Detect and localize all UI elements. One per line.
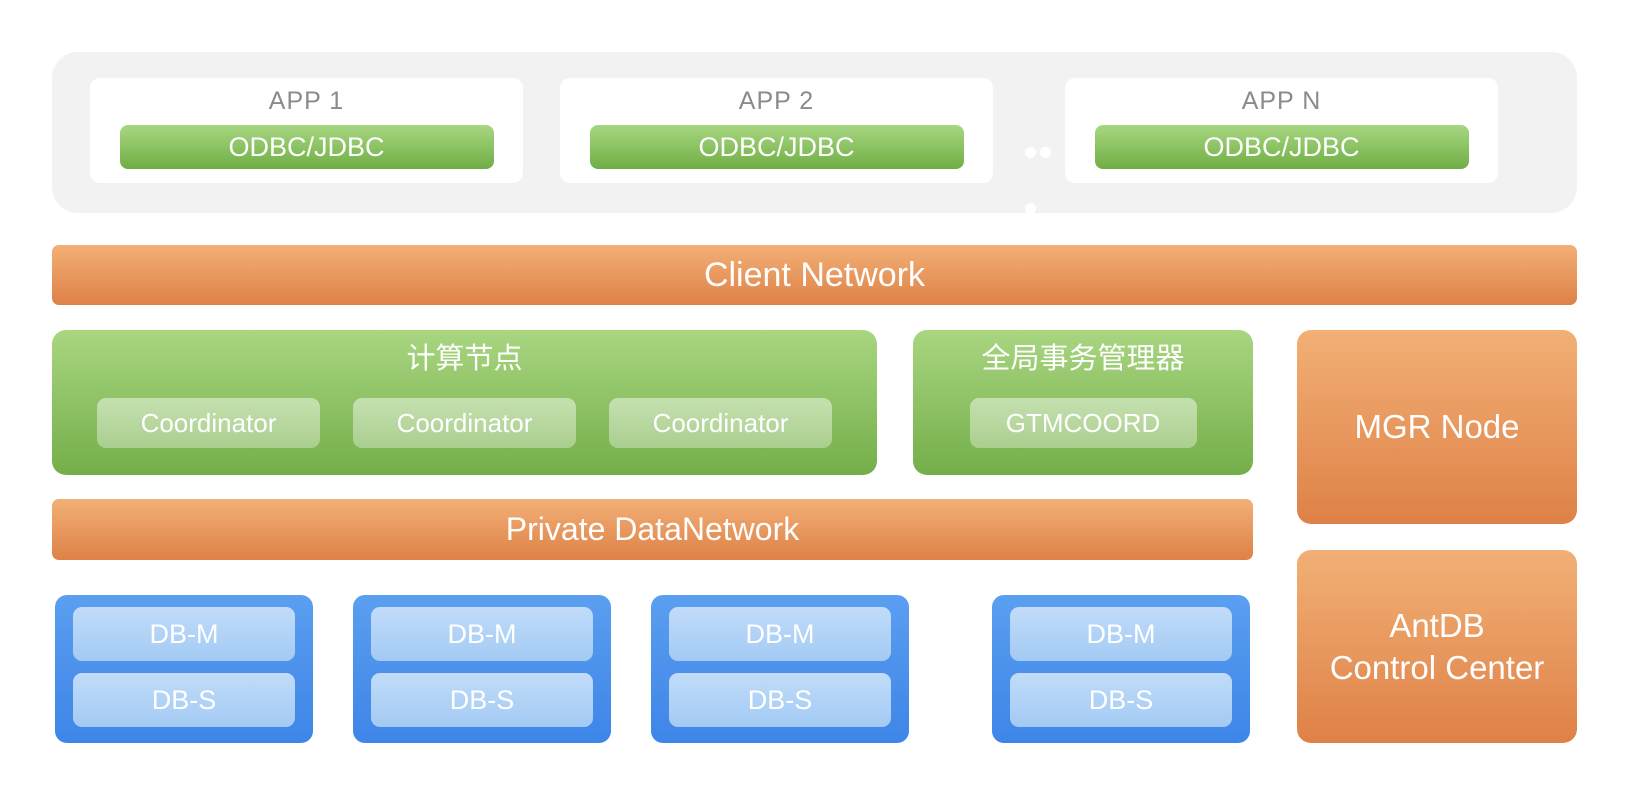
db-slave-block: DB-S — [371, 673, 593, 727]
coordinator-block: Coordinator — [97, 398, 320, 448]
client-network-bar: Client Network — [52, 245, 1577, 305]
db-slave-block: DB-S — [1010, 673, 1232, 727]
mgr-node-label: MGR Node — [1354, 408, 1520, 445]
gtmcoord-row: GTMCOORD — [969, 398, 1197, 448]
ellipsis-dot-icon — [1025, 203, 1036, 214]
gtmcoord-block: GTMCOORD — [969, 398, 1197, 448]
coordinator-block: Coordinator — [353, 398, 576, 448]
coordinator-block: Coordinator — [609, 398, 832, 448]
app-card-2: APP 2 ODBC/JDBC — [560, 78, 993, 183]
control-center-label-line1: AntDB — [1389, 606, 1485, 644]
gtm-box: 全局事务管理器 GTMCOORD — [913, 330, 1253, 475]
coordinator-row: Coordinator Coordinator Coordinator — [97, 398, 832, 448]
mgr-node-box: MGR Node — [1297, 330, 1577, 524]
db-slave-block: DB-S — [669, 673, 891, 727]
db-master-block: DB-M — [73, 607, 295, 661]
odbc-jdbc-block: ODBC/JDBC — [1094, 125, 1469, 169]
data-node-group-3: DB-M DB-S — [651, 595, 909, 743]
db-slave-block: DB-S — [73, 673, 295, 727]
app-title: APP 1 — [268, 87, 345, 115]
data-node-group-2: DB-M DB-S — [353, 595, 611, 743]
control-center-label-line2: Control Center — [1329, 648, 1545, 686]
control-center-box: AntDB Control Center — [1297, 550, 1577, 743]
compute-node-title: 计算节点 — [406, 343, 523, 375]
odbc-jdbc-block: ODBC/JDBC — [589, 125, 964, 169]
private-datanetwork-label: Private DataNetwork — [505, 511, 800, 547]
client-network-label: Client Network — [703, 255, 926, 294]
compute-node-box: 计算节点 Coordinator Coordinator Coordinator — [52, 330, 877, 475]
gtm-title: 全局事务管理器 — [981, 343, 1185, 375]
data-node-group-1: DB-M DB-S — [55, 595, 313, 743]
app-card-1: APP 1 ODBC/JDBC — [90, 78, 523, 183]
data-node-group-4: DB-M DB-S — [992, 595, 1250, 743]
app-title: APP N — [1241, 87, 1322, 115]
db-master-block: DB-M — [1010, 607, 1232, 661]
app-card-n: APP N ODBC/JDBC — [1065, 78, 1498, 183]
odbc-jdbc-block: ODBC/JDBC — [119, 125, 494, 169]
application-layer: APP 1 ODBC/JDBC APP 2 ODBC/JDBC APP N OD… — [52, 52, 1577, 214]
private-datanetwork-bar: Private DataNetwork — [52, 499, 1253, 560]
ellipsis-dot-icon — [1040, 147, 1051, 158]
db-master-block: DB-M — [669, 607, 891, 661]
ellipsis-dot-icon — [1025, 147, 1036, 158]
app-title: APP 2 — [738, 87, 815, 115]
db-master-block: DB-M — [371, 607, 593, 661]
